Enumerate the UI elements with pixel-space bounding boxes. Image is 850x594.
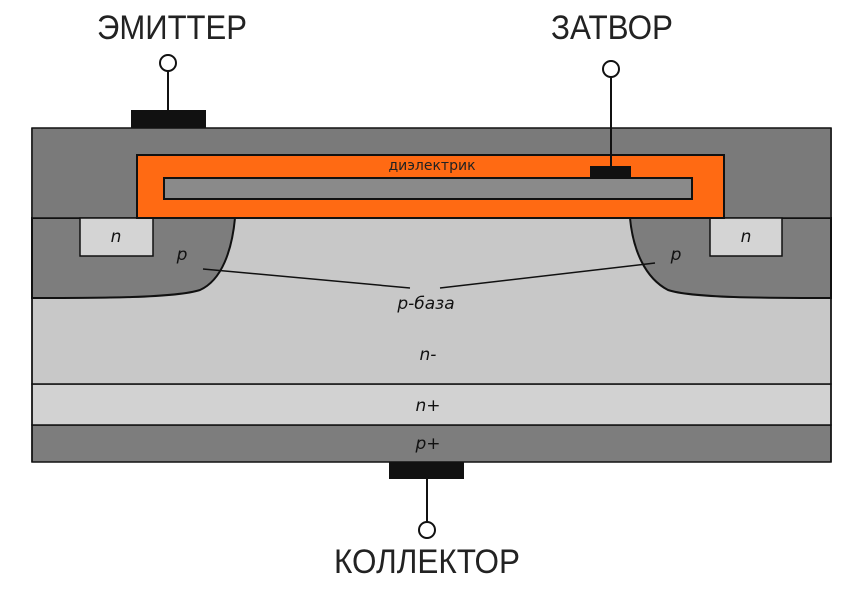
collector-terminal-icon <box>418 521 436 539</box>
collector-label: КОЛЛЕКТОР <box>334 543 520 581</box>
gate-electrode <box>163 177 693 200</box>
n-plus-island-left <box>79 217 154 257</box>
n-minus-label: n- <box>420 345 437 365</box>
emitter-terminal-icon <box>159 54 177 72</box>
p-base-label: p-база <box>396 294 454 314</box>
emitter-contact-pad <box>131 110 206 128</box>
emitter-label: ЭМИТТЕР <box>97 9 247 47</box>
p-base-leader-right <box>439 262 656 289</box>
p-plus-label: p+ <box>414 434 440 454</box>
n-island-left-label: n <box>111 227 122 247</box>
gate-label: ЗАТВОР <box>551 9 673 47</box>
gate-contact-pad <box>590 166 631 178</box>
n-plus-island-right <box>709 217 783 257</box>
dielectric-label: диэлектрик <box>388 158 475 174</box>
p-base-leader-left <box>202 268 411 289</box>
collector-contact-pad <box>389 462 464 479</box>
substrate-p-plus-layer <box>31 424 832 463</box>
p-well-left-label: p <box>176 245 188 265</box>
buffer-n-plus-layer <box>31 383 832 426</box>
n-island-right-label: n <box>741 227 752 247</box>
p-well-right-label: p <box>670 245 682 265</box>
gate-terminal-icon <box>602 60 620 78</box>
n-plus-label: n+ <box>415 396 440 416</box>
